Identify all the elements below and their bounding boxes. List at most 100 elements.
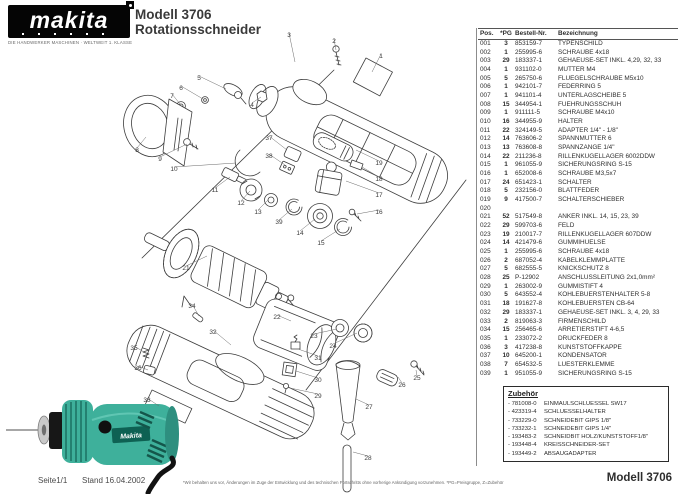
callout-number: 10 bbox=[170, 166, 178, 173]
part-kondensator-37 bbox=[283, 146, 302, 162]
callout-number: 3 bbox=[287, 32, 291, 39]
cell-c2: 2 bbox=[504, 317, 508, 325]
cell-c4: SCHRAUBE 4x18 bbox=[558, 48, 610, 56]
cell-c2: 1 bbox=[504, 66, 508, 74]
cell-c1: 027 bbox=[480, 265, 491, 273]
cell-c2: 10 bbox=[502, 352, 510, 360]
cell-c3: 941101-4 bbox=[515, 92, 542, 100]
part-ring-15 bbox=[334, 218, 352, 236]
cell-c1: 019 bbox=[480, 196, 491, 204]
cell-c1: 028 bbox=[480, 274, 491, 282]
cell-c3: 942101-7 bbox=[515, 83, 543, 91]
callout-leader-line bbox=[333, 38, 337, 51]
cell-c1: 031 bbox=[480, 300, 491, 308]
cell-c1: 012 bbox=[480, 135, 491, 143]
cell-c2: 1 bbox=[504, 170, 508, 178]
cell-c3: 183337-1 bbox=[515, 57, 543, 65]
callout-leader-line bbox=[159, 143, 188, 158]
callout-number: 15 bbox=[317, 240, 325, 247]
cell-c4: RILLENKUGELLAGER 6002DDW bbox=[558, 152, 655, 160]
cell-c2: 1 bbox=[504, 83, 508, 91]
part-wing-screw-5 bbox=[223, 83, 247, 105]
callout-leader-line bbox=[257, 199, 269, 211]
cell-c3: P-12902 bbox=[515, 274, 540, 282]
callout-number: 6 bbox=[179, 85, 183, 92]
callout-leader-line bbox=[361, 166, 380, 178]
cell-c2: 29 bbox=[502, 57, 510, 65]
accessory-number: - 781008-0 bbox=[508, 401, 537, 407]
part-schraube-16 bbox=[348, 208, 362, 222]
cell-c3: 233072-2 bbox=[515, 334, 543, 342]
cell-c4: GEHAEUSE-SET INKL. 4,29, 32, 33 bbox=[558, 57, 662, 65]
cell-c1: 025 bbox=[480, 248, 491, 256]
cell-c4: SPANNMUTTER 6 bbox=[558, 135, 612, 143]
callout-number: 35 bbox=[130, 345, 138, 352]
cell-c1: 036 bbox=[480, 343, 491, 351]
cell-c1: 010 bbox=[480, 118, 491, 126]
cell-c2: 15 bbox=[502, 326, 510, 334]
part-screw-2 bbox=[332, 45, 342, 66]
callout-number: 5 bbox=[197, 75, 201, 82]
cell-c3: 255995-6 bbox=[515, 48, 543, 56]
col-pos: Pos. bbox=[480, 30, 494, 37]
cell-c2: 13 bbox=[502, 144, 510, 152]
cell-c1: 022 bbox=[480, 222, 491, 230]
accessory-name: KREISSCHNEIDER-SET bbox=[544, 442, 610, 449]
cell-c1: 005 bbox=[480, 74, 491, 82]
part-sicherungsring-39 bbox=[285, 198, 303, 216]
part-blattfeder-18 bbox=[349, 159, 364, 171]
cell-c4: BLATTFEDER bbox=[558, 187, 600, 195]
table-row: 020 bbox=[478, 205, 678, 214]
cell-c3: 211236-8 bbox=[515, 152, 542, 160]
cell-c2: 5 bbox=[504, 291, 508, 299]
callout-leader-line bbox=[171, 93, 181, 105]
cell-c4: KONDENSATOR bbox=[558, 352, 607, 360]
cell-c2: 22 bbox=[502, 152, 510, 160]
col-bezeichnung: Bezeichnung bbox=[558, 30, 598, 37]
callout-leader-line bbox=[356, 209, 380, 215]
makita-logo-text: makita bbox=[29, 7, 109, 33]
callout-number: 2 bbox=[332, 38, 336, 45]
cell-c4: DRUCKFEDER 8 bbox=[558, 334, 608, 342]
callout-number: 16 bbox=[375, 209, 383, 216]
callout-number: 1 bbox=[379, 53, 383, 60]
part-housing-top bbox=[248, 78, 448, 204]
callout-number: 23 bbox=[310, 333, 318, 340]
cell-c4: SICHERUNGSRING S-15 bbox=[558, 369, 632, 377]
accessory-number: - 193448-4 bbox=[508, 442, 537, 449]
cell-c1: 001 bbox=[480, 40, 491, 47]
cell-c4: KNICKSCHUTZ 8 bbox=[558, 265, 609, 273]
cell-c4: FUEHRUNGSSCHUH bbox=[558, 100, 622, 108]
cell-c4: FELD bbox=[558, 222, 575, 230]
part-spannmutter-12 bbox=[239, 178, 263, 202]
cell-c1: 013 bbox=[480, 144, 491, 152]
cell-c2: 14 bbox=[502, 239, 510, 247]
cell-c3: 599703-6 bbox=[515, 222, 543, 230]
cell-c3 bbox=[513, 205, 555, 214]
cell-c4: SCHRAUBE 4x18 bbox=[558, 248, 610, 256]
cell-c1: 004 bbox=[480, 66, 491, 74]
cell-c2: 1 bbox=[504, 48, 508, 56]
cell-c1: 007 bbox=[480, 92, 491, 100]
part-schalter-17 bbox=[314, 161, 343, 196]
col-bestellnr: Bestell-Nr. bbox=[515, 30, 547, 37]
cell-c1: 026 bbox=[480, 256, 491, 264]
cell-c3: 763606-2 bbox=[515, 135, 543, 143]
part-gummistift-29 bbox=[282, 382, 289, 394]
photo-brand-label: Makita bbox=[120, 432, 142, 441]
